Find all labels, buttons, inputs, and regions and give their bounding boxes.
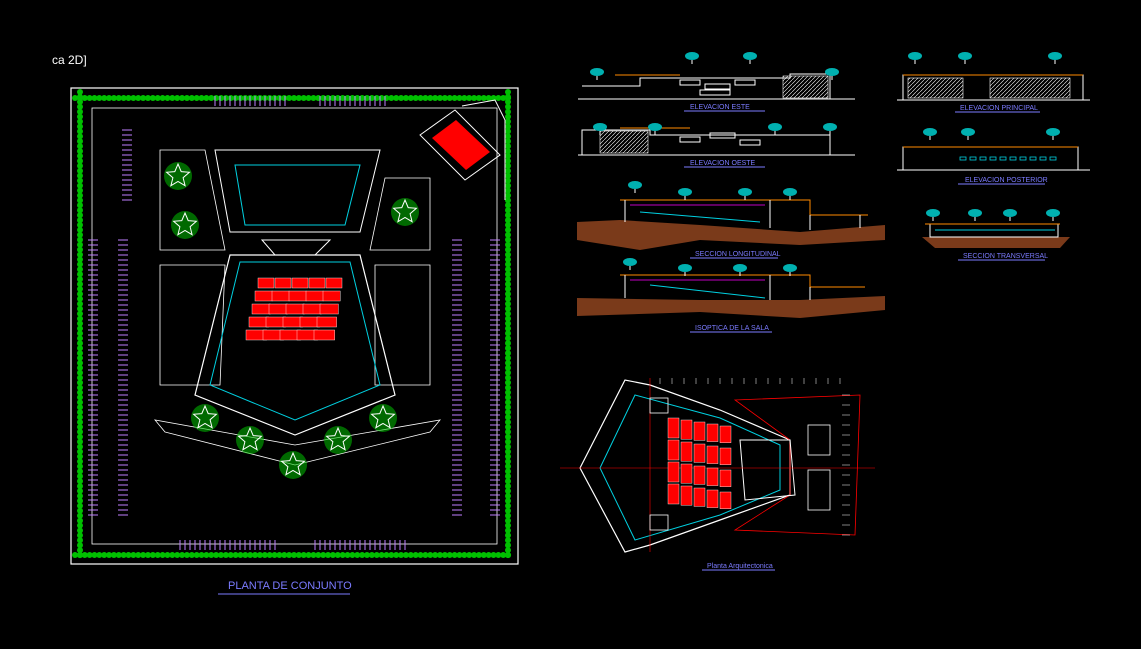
plan-seating-block	[667, 417, 732, 509]
section-longitudinal-label: SECCION LONGITUDINAL	[695, 251, 781, 258]
parking-stalls	[88, 96, 500, 550]
site-plan-label: PLANTA DE CONJUNTO	[228, 580, 352, 592]
isoptic-label: ISOPTICA DE LA SALA	[695, 325, 769, 332]
section-longitudinal	[577, 199, 885, 250]
floor-plan-label: Planta Arquitectonica	[707, 563, 773, 570]
elevation-west	[578, 127, 855, 156]
section-transverse	[922, 223, 1070, 248]
elevation-trees	[590, 52, 1062, 276]
star-shaped-planters	[164, 162, 419, 479]
elevation-west-label: ELEVACION OESTE	[690, 160, 756, 167]
viewport-title: ca 2D]	[52, 53, 87, 67]
section-transverse-label: SECCION TRANSVERSAL	[963, 253, 1048, 260]
elevation-rear-label: ELEVACION POSTERIOR	[965, 177, 1048, 184]
elevation-rear	[897, 146, 1090, 171]
inner-road	[91, 107, 498, 545]
sports-court	[419, 99, 506, 200]
site-boundary	[70, 87, 519, 565]
site-plan[interactable]	[70, 87, 519, 565]
elevation-main	[897, 74, 1090, 101]
architectural-floor-plan	[560, 378, 875, 553]
auditorium-plan	[194, 149, 396, 436]
elevation-east	[578, 73, 855, 100]
elevation-east-label: ELEVACION ESTE	[690, 104, 750, 111]
site-seating-block	[245, 277, 343, 341]
isoptic-section	[577, 274, 885, 318]
elevation-main-label: ELEVACION PRINCIPAL	[960, 105, 1038, 112]
